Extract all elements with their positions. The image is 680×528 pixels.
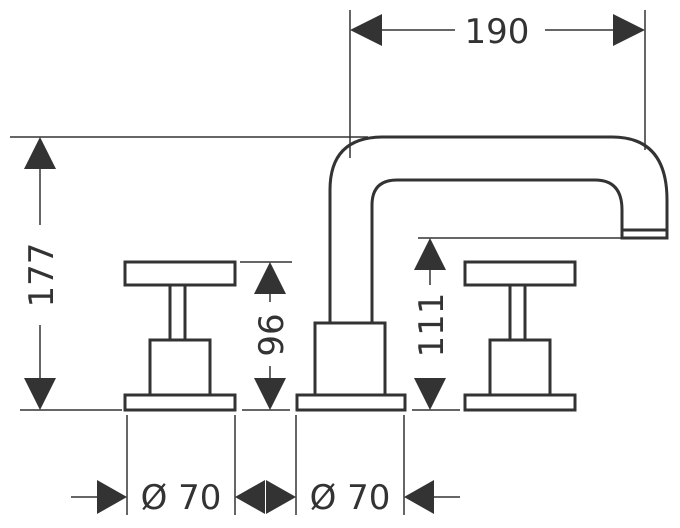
dimension-label-190: 190 [465, 12, 530, 52]
left-handle [123, 260, 237, 412]
dimension-190: 190 [349, 10, 646, 158]
dimension-label-177: 177 [22, 243, 62, 308]
spout [295, 135, 669, 412]
dimension-label-111: 111 [412, 293, 452, 358]
dimension-111: 111 [412, 237, 622, 411]
aerator [620, 228, 669, 240]
dimension-label-spout-diameter: Ø 70 [310, 478, 391, 518]
dimension-diameters: Ø 70 Ø 70 [71, 415, 460, 518]
dimension-label-96: 96 [252, 313, 292, 356]
dimension-label-handle-diameter: Ø 70 [141, 478, 222, 518]
dimension-177: 177 [10, 136, 368, 411]
right-handle [463, 260, 577, 412]
dimension-96: 96 [240, 261, 292, 411]
